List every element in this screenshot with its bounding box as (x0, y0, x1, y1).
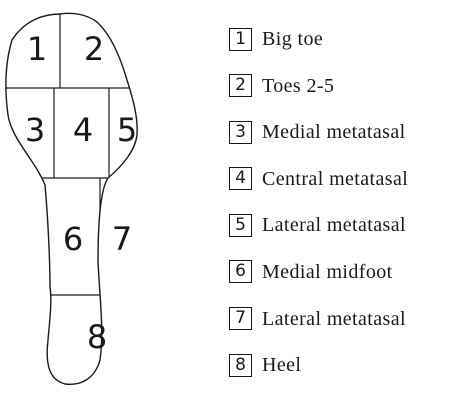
legend-number-box: 2 (229, 74, 252, 97)
legend-label: Central metatasal (262, 169, 408, 189)
legend-label: Toes 2-5 (262, 76, 334, 96)
zone-number-2: 2 (84, 30, 104, 68)
legend-label: Medial midfoot (262, 262, 393, 282)
legend-item-central-metatarsal: 4 Central metatasal (229, 165, 476, 193)
zone-number-3: 3 (25, 111, 45, 149)
legend-item-heel: 8 Heel (229, 351, 476, 379)
zone-number-1: 1 (27, 30, 47, 68)
zone-number-8: 8 (87, 318, 107, 356)
sole-outline (6, 13, 137, 384)
legend-number-box: 7 (229, 307, 252, 330)
legend-number-box: 5 (229, 214, 252, 237)
legend-item-lateral-metatarsal: 5 Lateral metatasal (229, 211, 476, 239)
legend-item-medial-midfoot: 6 Medial midfoot (229, 258, 476, 286)
legend-number-box: 6 (229, 260, 252, 283)
legend-number-box: 3 (229, 121, 252, 144)
legend-number-box: 8 (229, 354, 252, 377)
legend-item-medial-metatarsal: 3 Medial metatasal (229, 118, 476, 146)
legend-item-lateral-midfoot: 7 Lateral metatasal (229, 305, 476, 333)
legend-number-box: 1 (229, 28, 252, 51)
legend-label: Lateral metatasal (262, 309, 406, 329)
legend-item-toes: 2 Toes 2-5 (229, 72, 476, 100)
legend-label: Medial metatasal (262, 122, 406, 142)
legend-label: Big toe (262, 29, 323, 49)
zone-number-4: 4 (73, 111, 93, 149)
zone-number-6: 6 (63, 220, 83, 258)
legend-label: Heel (262, 355, 301, 375)
zone-legend: 1 Big toe 2 Toes 2-5 3 Medial metatasal … (229, 25, 476, 398)
zone-number-7: 7 (112, 220, 132, 258)
legend-item-big-toe: 1 Big toe (229, 25, 476, 53)
zone-number-5: 5 (117, 111, 137, 149)
legend-number-box: 4 (229, 167, 252, 190)
legend-label: Lateral metatasal (262, 215, 406, 235)
foot-sole-diagram: 1 2 3 4 5 6 7 8 (0, 0, 200, 386)
